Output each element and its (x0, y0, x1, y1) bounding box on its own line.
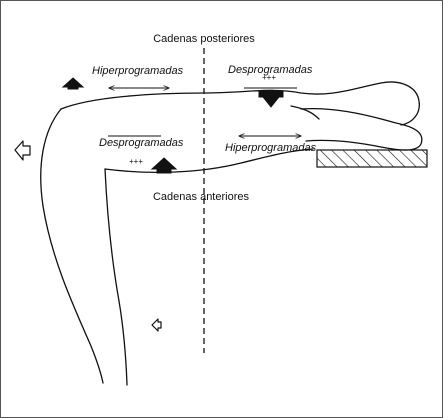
label-lower-left: Desprogramadas (99, 137, 184, 149)
neck-contour (290, 105, 320, 120)
label-upper-left: Hiperprogramadas (92, 65, 184, 77)
plus-lower-left: +++ (129, 157, 143, 166)
plus-upper-right: +++ (262, 73, 276, 82)
label-lower-right: Hiperprogramadas (225, 142, 317, 154)
arrow-down-right-icon (258, 90, 284, 108)
arm-contour (300, 107, 423, 151)
label-cadenas-posteriores: Cadenas posteriores (153, 33, 255, 45)
hollow-arrow-left-icon (14, 140, 31, 161)
label-upper-right: Desprogramadas (228, 64, 313, 76)
support-block (316, 149, 428, 168)
leg-front-contour (104, 168, 128, 386)
back-contour (60, 81, 420, 126)
arrow-up-belly-icon (150, 157, 178, 174)
hollow-arrow-small-icon (151, 318, 162, 332)
front-contour (104, 148, 314, 173)
leg-back-contour (40, 108, 104, 384)
arrow-up-left-icon (61, 77, 85, 90)
label-cadenas-anteriores: Cadenas anteriores (153, 191, 250, 203)
